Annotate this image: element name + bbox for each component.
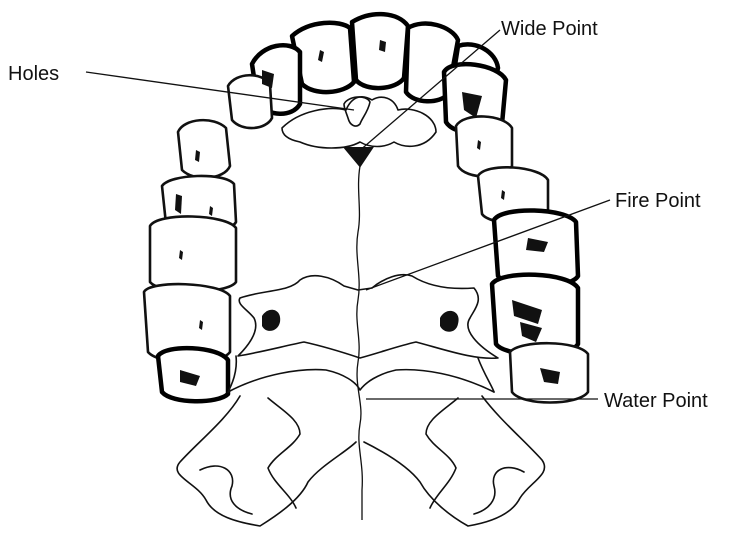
left-lower-outline bbox=[200, 466, 252, 514]
left-pterygoid bbox=[177, 396, 356, 526]
tooth-left-premolar-2 bbox=[178, 120, 230, 178]
left-inner-wing bbox=[268, 398, 300, 508]
right-palatine-foramen bbox=[440, 311, 459, 332]
left-palatine-foramen bbox=[262, 310, 280, 331]
median-suture bbox=[357, 166, 362, 520]
label-fire-point: Fire Point bbox=[615, 190, 701, 212]
right-inner-wing bbox=[426, 398, 458, 508]
posterior-wings bbox=[228, 370, 494, 392]
tooth-left-molar-2 bbox=[150, 216, 236, 291]
label-holes: Holes bbox=[8, 63, 59, 85]
incisive-holes bbox=[344, 97, 370, 126]
label-wide-point: Wide Point bbox=[501, 18, 598, 40]
right-arch-inner bbox=[478, 358, 494, 392]
right-lower-outline bbox=[474, 468, 524, 514]
dental-arch bbox=[144, 14, 588, 402]
wide-point-triangle bbox=[345, 148, 372, 166]
right-pterygoid bbox=[364, 396, 545, 526]
label-water-point: Water Point bbox=[604, 390, 708, 412]
tooth-incisor-1 bbox=[352, 14, 408, 88]
